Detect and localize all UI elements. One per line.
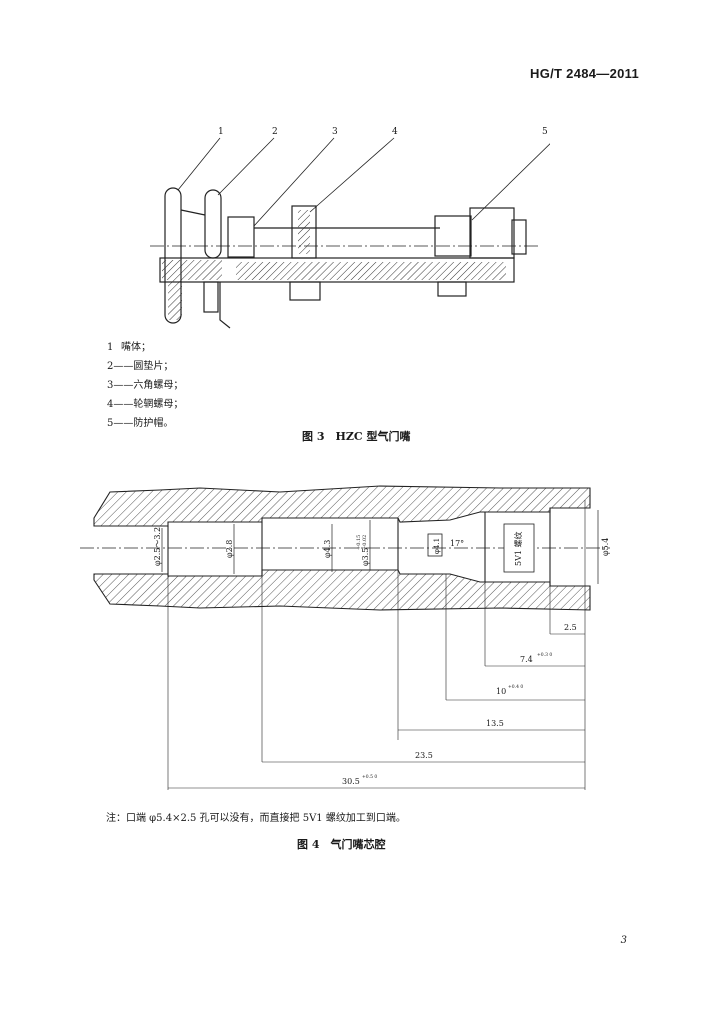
callout-3: 3 <box>332 127 338 137</box>
label-d-28: φ2.8 <box>225 540 234 558</box>
callout-4: 4 <box>392 127 398 137</box>
legend-item: 5——防护帽。 <box>107 418 174 429</box>
callout-leaders <box>177 137 550 227</box>
legend-item: 2——圆垫片； <box>107 361 174 372</box>
label-thread: 5V1 螺纹 <box>513 532 523 567</box>
callout-2: 2 <box>272 127 278 137</box>
dim-23-5: 23.5 <box>415 751 433 760</box>
label-d-54: φ5.4 <box>601 538 610 556</box>
standard-code: HG/T 2484—2011 <box>530 66 639 81</box>
label-d-left: φ2.5～3.2 <box>153 527 162 566</box>
dim-2-5: 2.5 <box>564 623 577 632</box>
label-d-35-tol-upper: +0.15 <box>356 535 362 550</box>
figure4-note: 注：口端 φ5.4×2.5 孔可以没有，而直接把 5V1 螺纹加工到口端。 <box>106 813 406 824</box>
dim-13-5: 13.5 <box>486 719 504 728</box>
label-d-35: φ3.5 <box>361 548 370 566</box>
callout-5: 5 <box>542 127 548 137</box>
body-hatch <box>162 260 222 280</box>
figure4-drawing: φ2.5～3.2 φ2.8 φ4.3 φ3.5 +0.15 +0.02 φ4.1… <box>80 485 610 790</box>
dim-30-5-tol: +0.5 0 <box>362 774 377 780</box>
dim-7-4: 7.4 <box>520 655 533 664</box>
valve-body <box>159 187 527 329</box>
dim-7-4-tol: +0.3 0 <box>537 652 552 658</box>
upper-wall <box>93 485 591 527</box>
label-d-41: φ4.1 <box>433 538 441 554</box>
dim-10: 10 <box>496 687 506 696</box>
label-angle: 17° <box>450 539 464 548</box>
lower-wall <box>93 569 591 611</box>
figure4-caption: 图 4 气门嘴芯腔 <box>297 838 386 851</box>
legend-item: 4——轮辋螺母； <box>107 399 184 410</box>
label-d-35-tol-lower: +0.02 <box>362 535 368 550</box>
label-d-43: φ4.3 <box>323 540 332 558</box>
page-number: 3 <box>620 935 627 946</box>
dim-30-5: 30.5 <box>342 777 360 786</box>
figure3-drawing: 1 2 3 4 5 <box>150 127 550 329</box>
dim-10-tol: +0.4 0 <box>508 684 523 690</box>
figure3-caption: 图 3 HZC 型气门嘴 <box>302 430 411 443</box>
bore-outline <box>167 508 551 586</box>
callout-1: 1 <box>218 127 224 137</box>
legend-item: 3——六角螺母； <box>107 380 184 391</box>
